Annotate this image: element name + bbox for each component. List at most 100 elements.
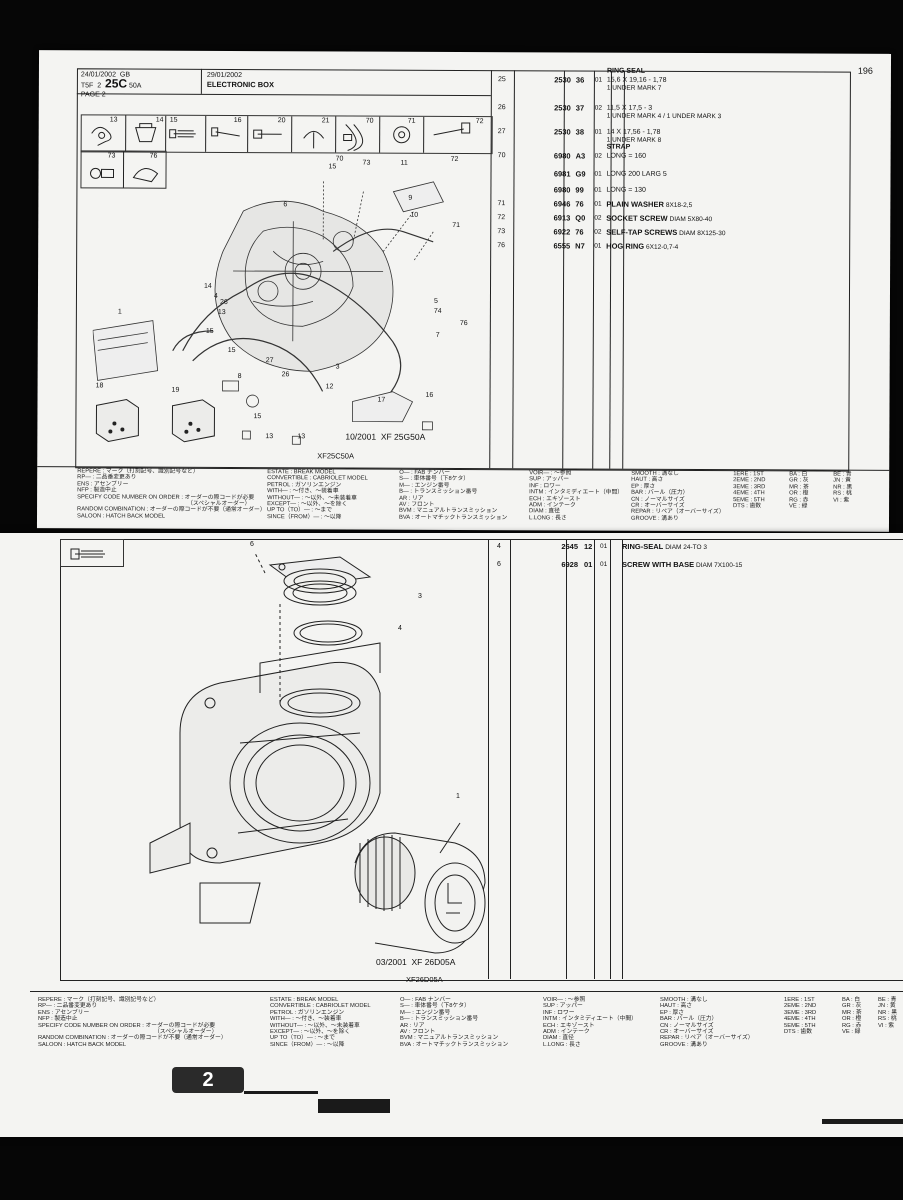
section-tab[interactable]: 2 bbox=[172, 1067, 244, 1093]
callout-11: 11 bbox=[400, 159, 408, 167]
callout-16: 16 bbox=[425, 391, 434, 399]
callout-10: 10 bbox=[410, 211, 419, 219]
part-qty: 02 bbox=[594, 228, 602, 236]
part-suffix: 76 bbox=[575, 227, 584, 237]
part-suffix: Q0 bbox=[575, 213, 586, 223]
part-ref: 6 bbox=[497, 561, 501, 568]
bottom-callout-6: 6 bbox=[250, 541, 254, 548]
figure-ref: XF25C50A bbox=[317, 451, 354, 461]
part-suffix: 12 bbox=[584, 542, 593, 551]
gearbox-housing-exploded-drawing bbox=[149, 552, 486, 954]
callout-12: 12 bbox=[325, 383, 334, 391]
callout-13c: 13 bbox=[297, 433, 306, 441]
figure-date: 10/2001 bbox=[345, 431, 377, 442]
callout-15: 15 bbox=[328, 163, 337, 171]
callout-70: 70 bbox=[335, 155, 344, 163]
part-suffix: A3 bbox=[575, 151, 586, 161]
part-suffix: N7 bbox=[575, 241, 585, 251]
part-qty: 02 bbox=[594, 152, 602, 160]
part-title: SELF-TAP SCREWS bbox=[606, 227, 678, 237]
electronic-box-exploded-drawing bbox=[92, 181, 444, 445]
part-title: PLAIN WASHER bbox=[606, 199, 664, 209]
connector-label-19: 19 bbox=[171, 386, 180, 394]
part-ref: 4 bbox=[497, 543, 501, 550]
icon-label-15: 15 bbox=[169, 116, 178, 124]
part-spec: DIAM 24-TO 3 bbox=[665, 544, 707, 551]
part-description: RING-SEAL DIAM 24-TO 3 bbox=[622, 543, 707, 552]
icon-label-21: 21 bbox=[321, 117, 330, 125]
part-number: 6981 bbox=[553, 169, 571, 179]
part-suffix: 01 bbox=[584, 560, 593, 569]
part-qty: 01 bbox=[594, 242, 602, 250]
part-suffix: 38 bbox=[575, 127, 585, 137]
part-ref: 73 bbox=[497, 228, 506, 236]
bottom-catalog-page: ​ bbox=[0, 533, 903, 1137]
part-description: 14 X 17,56 - 1,78 bbox=[606, 128, 661, 136]
part-description: 11,5 X 17,5 - 3 bbox=[606, 104, 653, 112]
callout-27: 27 bbox=[265, 357, 274, 365]
callout-6: 6 bbox=[283, 201, 288, 209]
part-ref: 25 bbox=[498, 76, 506, 84]
fastener-icon-strip-2: 73 76 bbox=[80, 150, 167, 189]
section-title: ELECTRONIC BOX bbox=[206, 79, 275, 90]
relay-connectors bbox=[95, 398, 215, 443]
part-qty: 01 bbox=[594, 76, 603, 84]
part-ref: 70 bbox=[497, 152, 506, 160]
part-number: 2645 bbox=[561, 542, 578, 551]
bottom-figure-ref: XF26D05A bbox=[406, 975, 443, 984]
bottom-table-frame bbox=[60, 539, 903, 981]
screw-icon bbox=[70, 548, 105, 560]
part-description: SELF-TAP SCREWS DIAM 8X125-30 bbox=[606, 227, 725, 239]
part-group-title: RING SEAL bbox=[606, 67, 646, 75]
callout-14: 14 bbox=[204, 282, 212, 290]
callout-8: 8 bbox=[237, 373, 242, 381]
part-description: LONG = 160 bbox=[606, 152, 647, 160]
part-qty: 01 bbox=[594, 200, 602, 208]
part-qty: 01 bbox=[594, 170, 602, 178]
callout-26b: 26 bbox=[281, 371, 290, 379]
part-title: SCREW WITH BASE bbox=[622, 560, 695, 569]
part-number: 2530 bbox=[554, 103, 571, 113]
icon-label-13: 13 bbox=[109, 116, 118, 124]
part-description: PLAIN WASHER 8X18-2,5 bbox=[606, 199, 692, 210]
part-title: SOCKET SCREW bbox=[606, 213, 668, 223]
bottom-figure-code: XF 26D05A bbox=[411, 957, 456, 967]
callout-4: 4 bbox=[213, 292, 218, 300]
icon-label-72: 72 bbox=[475, 118, 484, 126]
part-number: 2530 bbox=[553, 127, 571, 137]
part-spec: DIAM 7X100-15 bbox=[696, 562, 743, 569]
part-number: 6980 bbox=[553, 151, 571, 161]
icon-label-14: 14 bbox=[155, 116, 164, 124]
header-page-label: PAGE 2 bbox=[80, 91, 106, 99]
part-number: 6913 bbox=[553, 213, 571, 223]
callout-76: 76 bbox=[459, 319, 468, 328]
connector-label-18: 18 bbox=[95, 382, 104, 390]
part-group-title: STRAP bbox=[606, 143, 631, 151]
part-ref: 76 bbox=[497, 242, 506, 250]
callout-15c: 15 bbox=[227, 346, 236, 355]
header-group: 25C bbox=[105, 76, 128, 91]
icon-label-70: 70 bbox=[365, 117, 374, 125]
bottom-callout-4: 4 bbox=[398, 625, 402, 632]
part-qty: 01 bbox=[600, 561, 608, 568]
callout-26: 26 bbox=[219, 298, 228, 306]
